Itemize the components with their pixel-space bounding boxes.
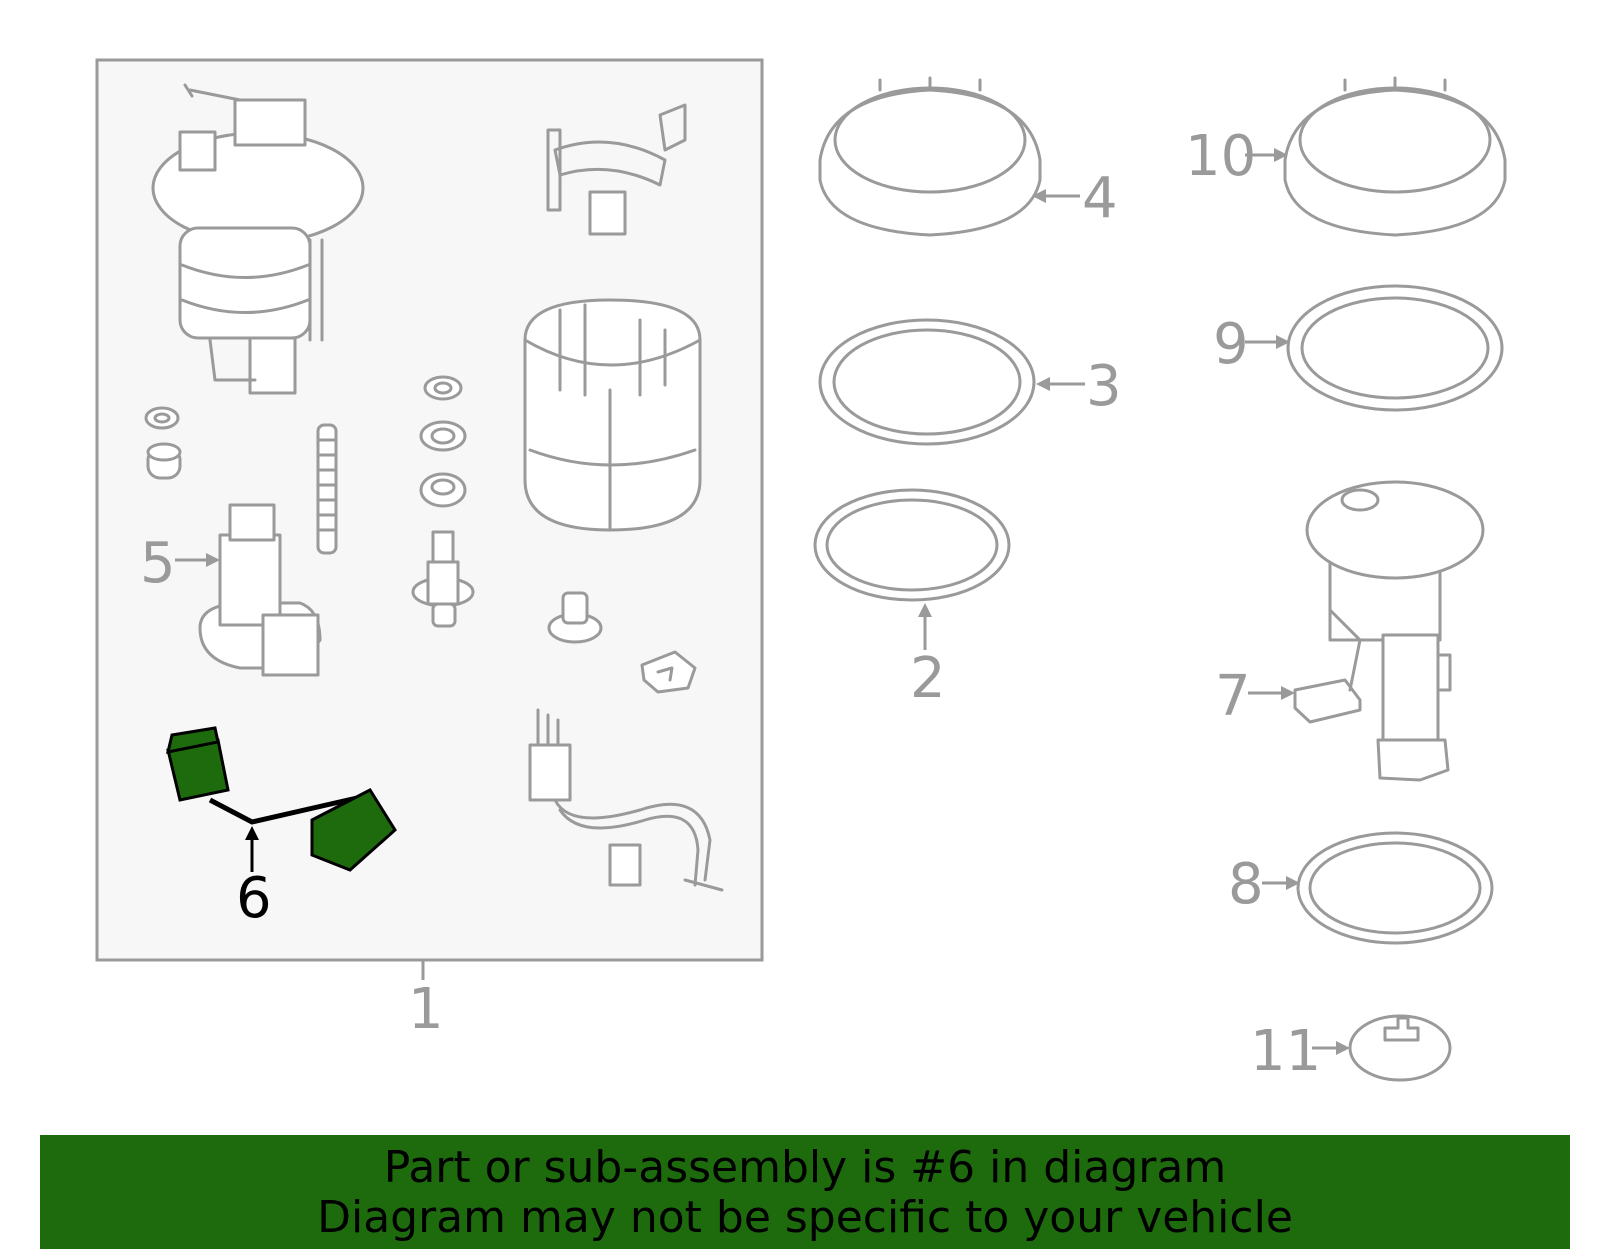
- washers-left-drawing: [144, 406, 182, 480]
- pump-assembly-7-drawing: [1293, 480, 1485, 782]
- threaded-rod-drawing: [316, 423, 338, 555]
- fitting-drawing: [411, 530, 475, 628]
- callout-5: 5: [140, 531, 176, 596]
- banner-line-1: Part or sub-assembly is #6 in diagram: [383, 1142, 1227, 1193]
- lock-ring-10-drawing: [1283, 76, 1507, 237]
- gasket-3-drawing: [818, 318, 1036, 446]
- gasket-8-drawing: [1296, 831, 1494, 945]
- plug-drawing: [547, 591, 603, 644]
- callout-10: 10: [1185, 124, 1256, 189]
- callout-9: 9: [1213, 312, 1249, 377]
- sender-unit-highlighted: [166, 726, 397, 872]
- clip-drawing: [640, 650, 697, 694]
- leader-lines: [175, 148, 1350, 1055]
- gasket-2-drawing: [813, 488, 1011, 602]
- bracket-clip-drawing: [546, 103, 687, 236]
- info-banner: Part or sub-assembly is #6 in diagram Di…: [40, 1135, 1570, 1249]
- lock-ring-4-drawing: [818, 76, 1042, 237]
- callout-4: 4: [1082, 166, 1118, 231]
- banner-line-2: Diagram may not be specific to your vehi…: [317, 1192, 1293, 1243]
- reservoir-cup-drawing: [523, 298, 702, 532]
- callout-6: 6: [236, 866, 272, 931]
- callout-1: 1: [408, 977, 444, 1042]
- orings-stack-drawing: [419, 375, 467, 508]
- cap-11-drawing: [1348, 1014, 1452, 1082]
- wiring-harness-drawing: [528, 708, 724, 892]
- callout-8: 8: [1228, 852, 1264, 917]
- callout-7: 7: [1215, 664, 1251, 729]
- callout-11: 11: [1250, 1019, 1321, 1084]
- pump-module-drawing: [151, 83, 365, 395]
- callout-3: 3: [1086, 354, 1122, 419]
- fuel-pump-drawing: [198, 503, 322, 677]
- gasket-9-drawing: [1286, 284, 1504, 412]
- callout-2: 2: [910, 646, 946, 711]
